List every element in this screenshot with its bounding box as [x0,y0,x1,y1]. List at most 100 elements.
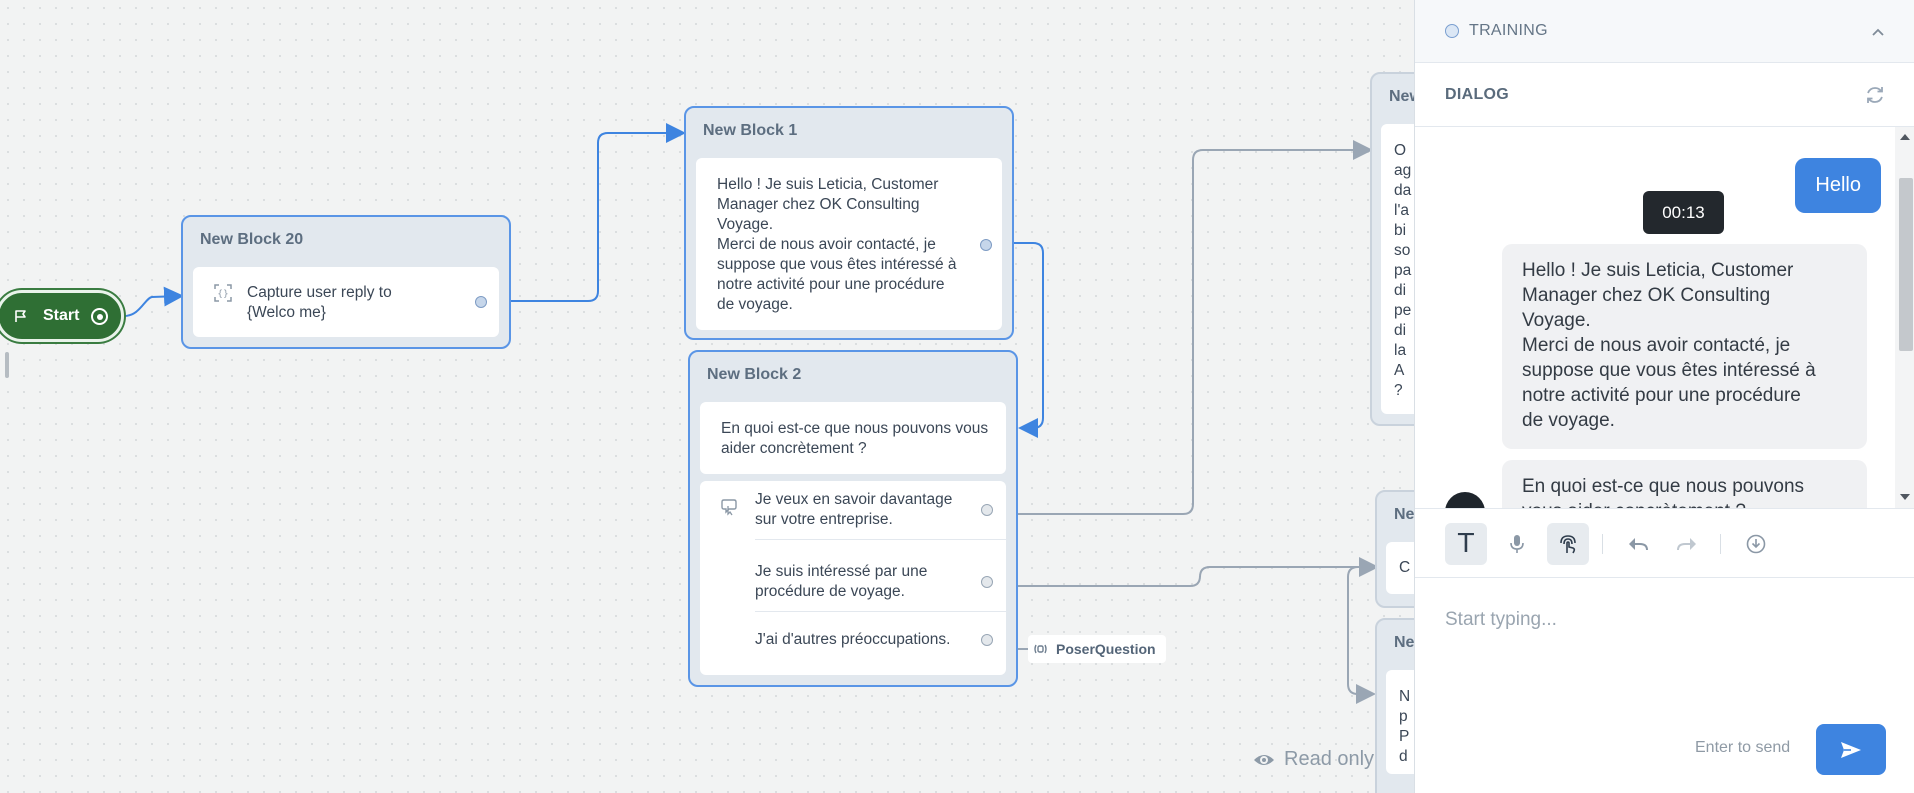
touch-mode-button[interactable] [1547,523,1589,565]
text-line: vous aider concrètement ? [1522,499,1847,508]
text-line: l'a [1394,202,1410,219]
text-line: p [1399,708,1408,725]
bot-avatar [1445,492,1485,508]
text-line: Manager chez OK Consulting [717,196,920,213]
composer-toolbar: T [1415,508,1914,578]
text-line: aider concrètement ? [721,440,867,457]
send-button[interactable] [1816,724,1886,775]
message-text: N p P d [1399,687,1410,767]
poser-question-label[interactable]: PoserQuestion [1028,635,1166,663]
text-line: C [1399,559,1411,576]
text-line: di [1394,322,1407,339]
edge-block20-block1 [478,123,686,302]
text-line: O [1394,142,1407,159]
text-line: notre activité pour une procédure [717,276,945,293]
text-line: so [1394,242,1411,259]
text-line: En quoi est-ce que nous pouvons vous [721,420,989,437]
scroll-down-icon[interactable] [1899,492,1911,502]
output-port[interactable] [981,576,993,588]
text-line: bi [1394,222,1407,239]
scrollbar-thumb[interactable] [1899,178,1913,351]
block-title: Ne [1394,506,1415,523]
start-node[interactable]: Start [0,290,124,342]
timer-badge: 00:13 [1643,191,1724,234]
message-text: Hello ! Je suis Leticia, Customer Manage… [717,175,967,315]
canvas-handle[interactable] [5,352,9,378]
message-input[interactable]: Start typing... [1445,609,1557,630]
chevron-up-icon[interactable] [1870,24,1886,40]
text-line: procédure de voyage. [755,583,905,600]
text-card[interactable]: Hello ! Je suis Leticia, Customer Manage… [696,158,1002,330]
eye-icon [1254,754,1274,765]
text-line: J'ai d'autres préoccupations. [755,631,951,648]
text-line: di [1394,282,1407,299]
text-line: d [1399,748,1408,765]
block-new-block-1[interactable]: New Block 1 Hello ! Je suis Leticia, Cus… [684,106,1014,340]
redo-button[interactable] [1666,523,1708,565]
text-line: Je suis intéressé par une [755,563,928,580]
block-title: New Block 2 [707,366,802,383]
text-line: ? [1394,382,1403,399]
output-port[interactable] [981,634,993,646]
text-line: suppose que vous êtes intéressé à [717,256,957,273]
choice-text: Je suis intéressé par une procédure de v… [755,562,955,602]
text-line: P [1399,728,1410,745]
divider [1720,534,1721,554]
bot-message: Hello ! Je suis Leticia, Customer Manage… [1502,244,1867,449]
text-line: N [1399,688,1411,705]
choice-item[interactable]: Je veux en savoir davantage sur votre en… [700,481,1006,539]
output-port[interactable] [981,504,993,516]
choice-icon [721,499,737,516]
text-line: pe [1394,302,1412,319]
text-line: A [1394,362,1405,379]
text-icon: T [1458,529,1474,559]
text-line: Voyage. [1522,310,1591,331]
capture-card[interactable]: {} Capture user reply to {Welco me} [193,267,499,337]
message-list[interactable]: Hello 00:13 Hello ! Je suis Leticia, Cus… [1415,127,1895,508]
start-port[interactable] [91,308,108,325]
edge-start-block20 [123,286,184,317]
download-button[interactable] [1735,523,1777,565]
scroll-up-icon[interactable] [1899,132,1911,142]
dialog-header: DIALOG [1415,63,1914,127]
svg-text:{}: {} [217,290,228,300]
undo-icon [1629,538,1648,551]
text-line: da [1394,182,1412,199]
edge-choice2-down [1347,566,1376,704]
status-dot-icon [1445,24,1459,38]
text-line: Hello ! Je suis Leticia, Customer [717,176,939,193]
text-line: Hello ! Je suis Leticia, Customer [1522,260,1794,281]
poser-question-text: PoserQuestion [1056,641,1156,657]
read-only-text: Read only [1284,748,1375,770]
training-header[interactable]: TRAINING [1415,0,1914,63]
refresh-icon[interactable] [1864,84,1886,106]
choice-item[interactable]: Je suis intéressé par une procédure de v… [700,553,1006,611]
choice-text: J'ai d'autres préoccupations. [755,630,975,650]
question-card[interactable]: En quoi est-ce que nous pouvons vous aid… [700,402,1006,474]
text-line: Voyage. [717,216,774,233]
output-port[interactable] [475,296,487,308]
divider [755,611,1006,612]
training-panel: TRAINING DIALOG Hello 00:13 Hello ! Je s… [1414,0,1914,793]
block-new-block-2[interactable]: New Block 2 En quoi est-ce que nous pouv… [688,350,1018,687]
text-line: notre activité pour une procédure [1522,385,1801,406]
block-title: New Block 1 [703,122,798,139]
text-line: la [1394,342,1407,359]
undo-button[interactable] [1617,523,1659,565]
question-text: En quoi est-ce que nous pouvons vous aid… [721,419,1001,459]
audio-icon [1034,644,1047,654]
edge-block1-block2 [1000,242,1044,438]
text-mode-button[interactable]: T [1445,523,1487,565]
text-line: ag [1394,162,1412,179]
voice-mode-button[interactable] [1496,523,1538,565]
output-port[interactable] [980,239,992,251]
text-line: Je veux en savoir davantage [755,491,953,508]
block-new-block-20[interactable]: New Block 20 {} Capture user reply to {W… [181,215,511,349]
message-composer[interactable]: Start typing... Enter to send [1415,578,1914,793]
divider [755,539,1006,540]
choice-item[interactable]: J'ai d'autres préoccupations. [700,615,1006,673]
block-title: New [1389,88,1422,105]
choices-card[interactable]: Je veux en savoir davantage sur votre en… [700,481,1006,675]
start-label: Start [43,307,80,324]
